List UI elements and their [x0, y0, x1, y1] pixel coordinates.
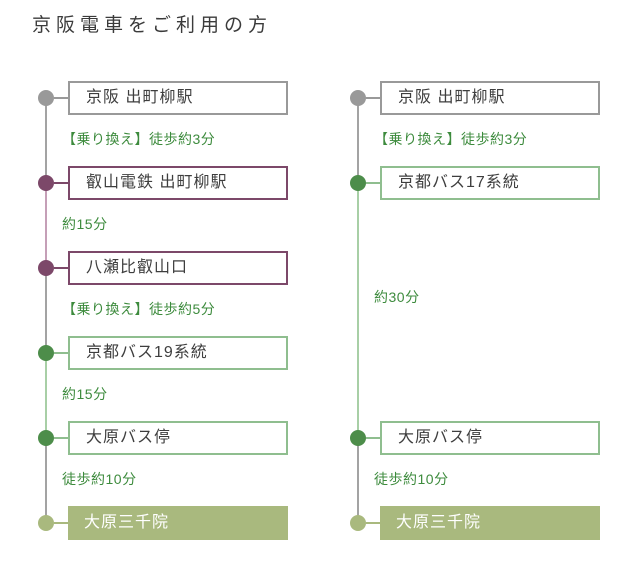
route-line-bus-segment — [45, 353, 47, 438]
station-box-eizan-demachiyanagi: 叡山電鉄 出町柳駅 — [68, 166, 288, 200]
station-node-dot — [350, 175, 366, 191]
note-transfer-walk-3min: 【乗り換え】徒歩約3分 — [374, 131, 528, 147]
route-line-walk-segment — [357, 438, 359, 523]
connector-tick — [366, 437, 380, 439]
station-box-keihan-demachiyanagi: 京阪 出町柳駅 — [68, 81, 288, 115]
destination-box-ohara-sanzenin: 大原三千院 — [68, 506, 288, 540]
station-node-dot — [350, 430, 366, 446]
destination-node-dot — [350, 515, 366, 531]
station-node-dot — [38, 430, 54, 446]
connector-tick — [54, 97, 68, 99]
note-transfer-walk-3min: 【乗り換え】徒歩約3分 — [62, 131, 216, 147]
page-title: 京阪電車をご利用の方 — [32, 15, 273, 36]
connector-tick — [366, 182, 380, 184]
route-line-train-segment — [45, 183, 47, 268]
route-line-walk-segment — [45, 268, 47, 353]
station-node-dot — [38, 90, 54, 106]
station-box-ohara-bus-stop: 大原バス停 — [380, 421, 600, 455]
route-line-walk-segment — [45, 438, 47, 523]
station-node-dot — [38, 175, 54, 191]
note-walk-10min: 徒歩約10分 — [374, 471, 449, 487]
connector-tick — [366, 522, 380, 524]
note-walk-10min: 徒歩約10分 — [62, 471, 137, 487]
connector-tick — [54, 267, 68, 269]
connector-tick — [54, 182, 68, 184]
connector-tick — [54, 437, 68, 439]
connector-tick — [54, 352, 68, 354]
destination-node-dot — [38, 515, 54, 531]
route-line-walk-segment — [357, 98, 359, 183]
station-box-kyoto-bus-19: 京都バス19系統 — [68, 336, 288, 370]
destination-box-ohara-sanzenin: 大原三千院 — [380, 506, 600, 540]
station-box-keihan-demachiyanagi: 京阪 出町柳駅 — [380, 81, 600, 115]
route-line-walk-segment — [45, 98, 47, 183]
station-box-yase-hieizanguchi: 八瀬比叡山口 — [68, 251, 288, 285]
connector-tick — [54, 522, 68, 524]
note-about-30min: 約30分 — [374, 289, 420, 305]
station-box-kyoto-bus-17: 京都バス17系統 — [380, 166, 600, 200]
station-node-dot — [350, 90, 366, 106]
station-box-ohara-bus-stop: 大原バス停 — [68, 421, 288, 455]
route-line-bus-segment — [357, 183, 359, 438]
station-node-dot — [38, 345, 54, 361]
note-transfer-walk-5min: 【乗り換え】徒歩約5分 — [62, 301, 216, 317]
station-node-dot — [38, 260, 54, 276]
connector-tick — [366, 97, 380, 99]
note-about-15min: 約15分 — [62, 216, 108, 232]
note-about-15min: 約15分 — [62, 386, 108, 402]
